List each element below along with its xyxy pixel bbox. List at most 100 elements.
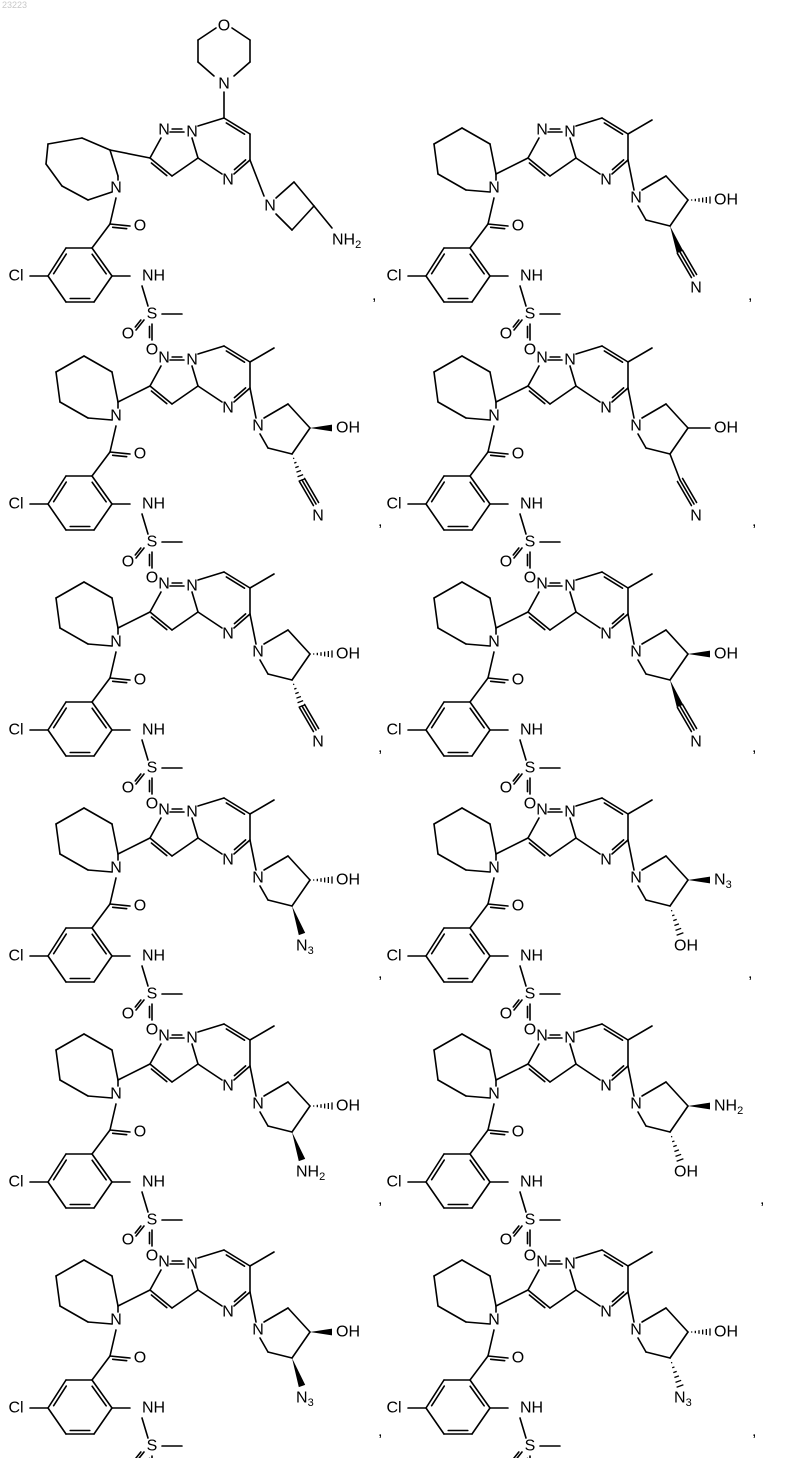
pyrrolidine-bond [638,1112,646,1126]
sulfonamide-nh-label: NH [142,496,165,513]
sulfonyl-o1-label: O [500,554,512,571]
pyrazole-n-label: N [536,1028,548,1045]
pyrazole-n-label: N [536,350,548,367]
amide-bond [110,426,116,452]
morpholine-o-label: O [218,18,230,35]
bridge-n-label: N [564,352,576,369]
amide-aryl-bond [470,1356,488,1380]
wedge-bond-top [310,425,332,432]
chlorine-label: Cl [8,1400,23,1417]
chlorine-label: Cl [386,1400,401,1417]
sulfur-label: S [525,306,536,323]
pyrazole-n-label: N [536,1254,548,1271]
benzene-bond [94,276,112,302]
pyrazole-n-label: N [158,576,170,593]
hash-bond-top [314,1102,332,1109]
sulfur-label: S [525,760,536,777]
carbonyl-o-label: O [512,1124,524,1141]
amide-bond [110,652,116,678]
sulfonamide-bond [142,514,148,534]
piperidine-bond [438,1080,466,1096]
piperidine-bond [88,644,112,646]
separator-comma: , [378,513,382,530]
piperidine-bond [434,1050,438,1080]
substituent-bottom-label: N3 [296,1390,314,1410]
benzene-double [470,476,490,504]
pyrrolidine-n-label: N [252,644,264,661]
hash-bond-top [692,196,710,203]
substituent-top-label-subscript: 2 [737,1105,743,1117]
carbonyl-double-inner [491,907,505,908]
sulfonyl-o1-label: O [122,1006,134,1023]
pyrrolidine-bond [642,404,666,418]
sulfur-label: S [525,534,536,551]
pyrrolidine-link [628,1292,634,1322]
pyrrolidine-bond [646,448,670,454]
benzene-double [48,476,66,504]
pyrimidine-n-label: N [600,626,612,643]
piperidine-bond [466,644,490,646]
triple-bond-outer-2 [683,478,697,502]
pyrrolidine-bond [666,630,688,654]
pyrrolidine-bond [264,630,288,644]
amide-bond [488,426,494,452]
ring-nitrogen-label: N [488,634,500,651]
sulfonamide-nh-label: NH [142,948,165,965]
piperidine-bond [112,1050,118,1080]
pyrimidine-double [602,798,628,814]
carbonyl-double-inner [113,227,127,228]
pyrazole-bond [172,612,198,630]
benzene-double [426,1380,444,1408]
amide-aryl-bond [92,224,110,248]
pyrrolidine-bond [666,404,688,428]
pyrrolidine-bond [260,1338,268,1352]
linker-bond [118,1064,150,1080]
pyrrolidine-bond [666,856,688,880]
pyrazole-bond [150,138,161,158]
pyrimidine-double [602,1250,628,1266]
pyrazole-bond [528,138,539,158]
sulfur-label: S [525,1212,536,1229]
separator-comma: , [378,1423,382,1440]
pyrrolidine-bond [288,1082,310,1106]
pyrrolidine-bond [264,1308,288,1322]
pyrrolidine-bond [288,856,310,880]
methyl-bond [628,800,652,814]
carbonyl-double-inner [491,681,505,682]
triple-bond-outer-1 [299,708,313,732]
hash-stroke [673,919,676,920]
pyrrolidine-bond [288,630,310,654]
pyrazole-bond [172,1064,198,1082]
pyrazole-c-c [150,1290,172,1308]
linker-bond [118,838,150,854]
benzene-double [426,702,444,730]
methyl-bond [250,1026,274,1040]
wedge-bond-top [310,1329,332,1336]
azetidine-link [250,160,264,196]
sulfur-label: S [147,534,158,551]
triple-bond [302,706,316,730]
wedge-bond-top [688,651,710,658]
sulfonamide-nh-label: NH [142,1400,165,1417]
carbonyl-o-label: O [512,672,524,689]
wedge-bond-bottom [670,680,683,707]
pyrazole-bond [172,838,198,856]
carbonyl-double-inner [491,455,505,456]
pyrrolidine-link [628,160,634,190]
benzene-bond [472,1182,490,1208]
molecule-m4: NNNNNOHNOClNHSOO [386,346,738,587]
substituent-top-label: OH [336,1098,360,1115]
benzene-bond [94,504,112,530]
pyrazole-bond [192,366,198,386]
sulfonamide-nh-label: NH [520,948,543,965]
piperidine-bond [438,1306,466,1322]
piperidine-bond [462,1260,490,1276]
azetidine-bond [276,182,294,198]
methyl-bond [628,1252,652,1266]
bond-bottom [670,454,680,480]
separator-comma: , [752,1423,756,1440]
ring-nitrogen-label: N [110,408,122,425]
ring-nitrogen-label: N [488,1312,500,1329]
pyrimidine-double [224,798,250,814]
carbonyl-double [488,1356,508,1358]
